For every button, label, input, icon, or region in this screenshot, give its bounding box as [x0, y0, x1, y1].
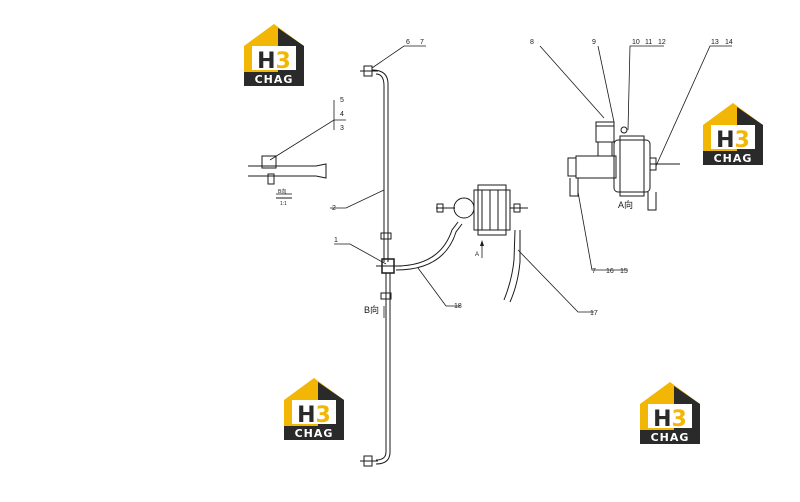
- b-view-label: B向: [364, 304, 379, 315]
- b-section-label: B向: [278, 188, 286, 195]
- callout-13: 13: [711, 39, 719, 46]
- callout-8: 8: [530, 39, 534, 46]
- callout-10: 10: [632, 39, 640, 46]
- callout-15: 15: [620, 268, 628, 275]
- callout-12: 12: [658, 39, 666, 46]
- callout-14: 14: [725, 39, 733, 46]
- callout-7-top: 7: [420, 39, 424, 46]
- callout-labels: 6 7 5 4 3 2 1 18 17 8 9 10 11 12 13 14 7…: [332, 39, 733, 317]
- callout-4: 4: [340, 111, 344, 118]
- direction-arrows: [383, 240, 484, 318]
- callout-1: 1: [334, 237, 338, 244]
- callout-2: 2: [332, 205, 336, 212]
- callout-7-right: 7: [592, 268, 596, 275]
- brand-logo-right: [703, 103, 763, 165]
- brand-logo-top-left: [244, 24, 304, 86]
- callout-18: 18: [454, 303, 462, 310]
- callout-16: 16: [606, 268, 614, 275]
- brand-logo-bottom-left: [284, 378, 344, 440]
- leader-lines: [269, 45, 732, 313]
- a-arrow-label: A: [475, 252, 479, 258]
- callout-6: 6: [406, 39, 410, 46]
- callout-11: 11: [645, 39, 652, 46]
- callout-9: 9: [592, 39, 596, 46]
- drawing-lines: [248, 65, 680, 467]
- b-section-scale: 1:1: [280, 201, 287, 207]
- a-view-label: A向: [618, 199, 633, 210]
- brand-logo-bottom-right: [640, 382, 700, 444]
- callout-5: 5: [340, 97, 344, 104]
- callout-17: 17: [590, 310, 598, 317]
- callout-3: 3: [340, 125, 344, 132]
- view-labels: A向 B向 A B向 1:1: [278, 188, 633, 315]
